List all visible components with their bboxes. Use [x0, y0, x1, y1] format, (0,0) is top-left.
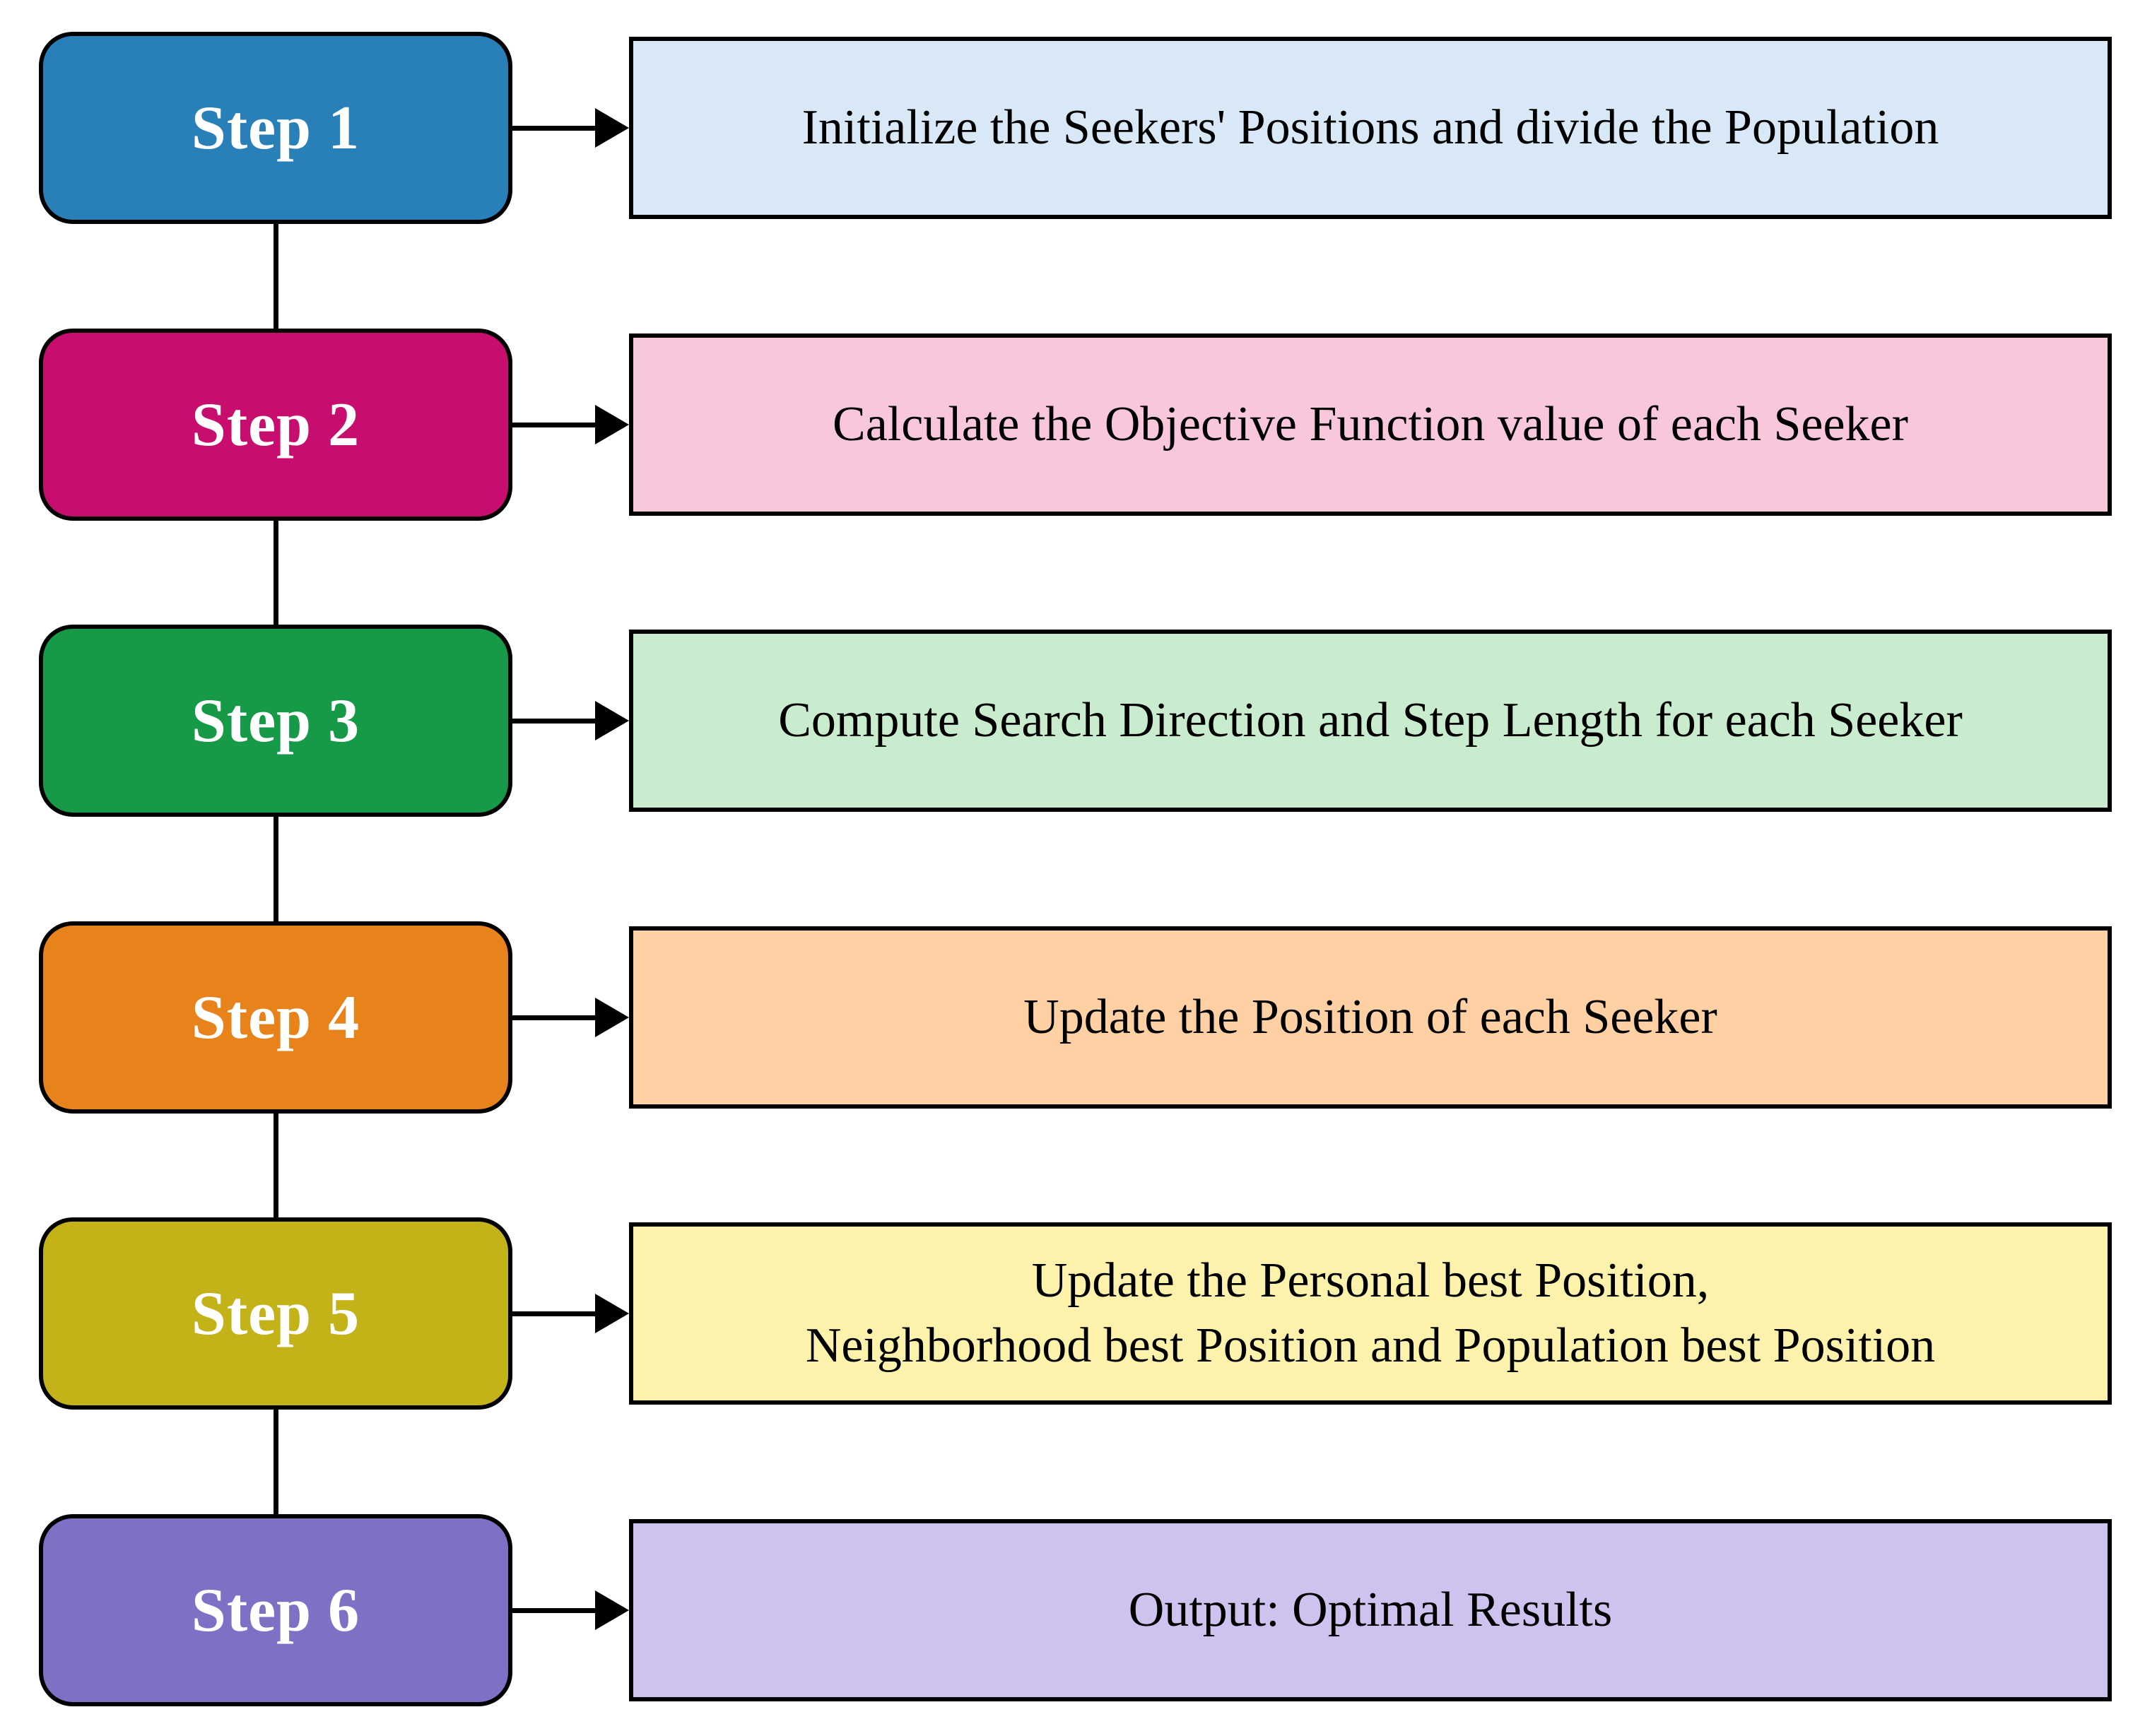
- arrow-shaft: [512, 126, 599, 131]
- step-6-box: Step 6: [39, 1514, 512, 1706]
- arrow-shaft: [512, 423, 599, 427]
- step-5-label: Step 5: [191, 1279, 360, 1348]
- vertical-connector-line: [274, 1410, 278, 1515]
- flow-row-2: Step 2 Calculate the Objective Function …: [0, 329, 2145, 626]
- vertical-connector-line: [274, 817, 278, 922]
- right-arrow-icon: [595, 108, 629, 148]
- step-6-description-box: Output: Optimal Results: [629, 1519, 2112, 1701]
- step-4-description-box: Update the Position of each Seeker: [629, 926, 2112, 1109]
- step-3-description: Compute Search Direction and Step Length…: [778, 692, 1963, 748]
- step-2-box: Step 2: [39, 329, 512, 521]
- vertical-connector-line: [274, 521, 278, 626]
- step-5-description-box: Update the Personal best Position, Neigh…: [629, 1222, 2112, 1405]
- right-arrow-icon: [595, 1590, 629, 1630]
- step-6-description: Output: Optimal Results: [1128, 1582, 1613, 1637]
- step-5-box: Step 5: [39, 1217, 512, 1410]
- step-5-description: Update the Personal best Position, Neigh…: [805, 1253, 1936, 1373]
- flow-row-3: Step 3 Compute Search Direction and Step…: [0, 625, 2145, 922]
- arrow-shaft: [512, 719, 599, 724]
- step-3-label: Step 3: [191, 686, 360, 755]
- vertical-connector-line: [274, 1114, 278, 1219]
- step-1-label: Step 1: [191, 93, 360, 163]
- arrow-shaft: [512, 1311, 599, 1316]
- step-2-description-box: Calculate the Objective Function value o…: [629, 333, 2112, 516]
- flow-row-5: Step 5 Update the Personal best Position…: [0, 1217, 2145, 1515]
- vertical-connector-line: [274, 224, 278, 329]
- step-2-label: Step 2: [191, 390, 360, 459]
- step-6-label: Step 6: [191, 1576, 360, 1645]
- step-4-box: Step 4: [39, 921, 512, 1114]
- step-3-box: Step 3: [39, 625, 512, 817]
- flow-row-4: Step 4 Update the Position of each Seeke…: [0, 921, 2145, 1219]
- arrow-shaft: [512, 1608, 599, 1613]
- step-2-description: Calculate the Objective Function value o…: [833, 396, 1908, 451]
- step-1-description-box: Initialize the Seekers' Positions and di…: [629, 37, 2112, 219]
- right-arrow-icon: [595, 405, 629, 444]
- right-arrow-icon: [595, 1294, 629, 1333]
- step-3-description-box: Compute Search Direction and Step Length…: [629, 630, 2112, 812]
- step-1-box: Step 1: [39, 32, 512, 224]
- flow-row-1: Step 1 Initialize the Seekers' Positions…: [0, 32, 2145, 329]
- arrow-shaft: [512, 1015, 599, 1020]
- flow-row-6: Step 6 Output: Optimal Results: [0, 1514, 2145, 1736]
- right-arrow-icon: [595, 998, 629, 1037]
- step-1-description: Initialize the Seekers' Positions and di…: [801, 100, 1939, 155]
- step-4-label: Step 4: [191, 983, 360, 1052]
- step-4-description: Update the Position of each Seeker: [1023, 989, 1717, 1044]
- right-arrow-icon: [595, 701, 629, 740]
